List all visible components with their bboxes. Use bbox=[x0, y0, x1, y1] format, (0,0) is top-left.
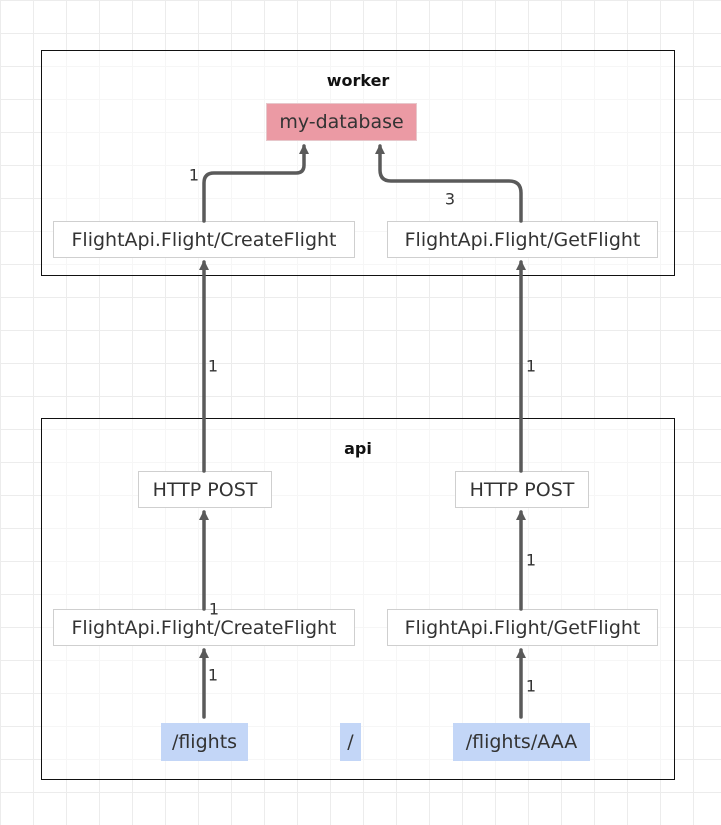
http-post-right-node[interactable]: HTTP POST bbox=[455, 471, 589, 508]
edge-label-api-get-to-post-right: 1 bbox=[525, 550, 537, 570]
my-database-node[interactable]: my-database bbox=[266, 103, 417, 141]
edge-label-api-create-to-post-left: 1 bbox=[208, 599, 220, 619]
edge-label-get-to-database: 3 bbox=[444, 189, 456, 209]
edge-create-to-database[interactable] bbox=[202, 144, 309, 223]
edge-label-route-aaa-to-api-get: 1 bbox=[525, 676, 537, 696]
edge-label-post-left-to-worker-create: 1 bbox=[207, 356, 219, 376]
edge-label-post-right-to-worker-get: 1 bbox=[525, 356, 537, 376]
route-flights-aaa-node[interactable]: /flights/AAA bbox=[453, 723, 590, 761]
route-flights-node[interactable]: /flights bbox=[161, 723, 248, 761]
worker-group-title: worker bbox=[326, 71, 390, 90]
route-root-node[interactable]: / bbox=[340, 723, 361, 761]
edge-label-route-flights-to-api-create: 1 bbox=[207, 665, 219, 685]
http-post-left-node[interactable]: HTTP POST bbox=[138, 471, 272, 508]
worker-create-flight-node[interactable]: FlightApi.Flight/CreateFlight bbox=[53, 221, 355, 258]
edge-get-to-database[interactable] bbox=[375, 144, 523, 223]
api-create-flight-node[interactable]: FlightApi.Flight/CreateFlight bbox=[53, 609, 355, 646]
api-get-flight-node[interactable]: FlightApi.Flight/GetFlight bbox=[387, 609, 658, 646]
worker-get-flight-node[interactable]: FlightApi.Flight/GetFlight bbox=[387, 221, 658, 258]
edge-label-create-to-database: 1 bbox=[188, 165, 200, 185]
api-group-title: api bbox=[344, 439, 372, 458]
